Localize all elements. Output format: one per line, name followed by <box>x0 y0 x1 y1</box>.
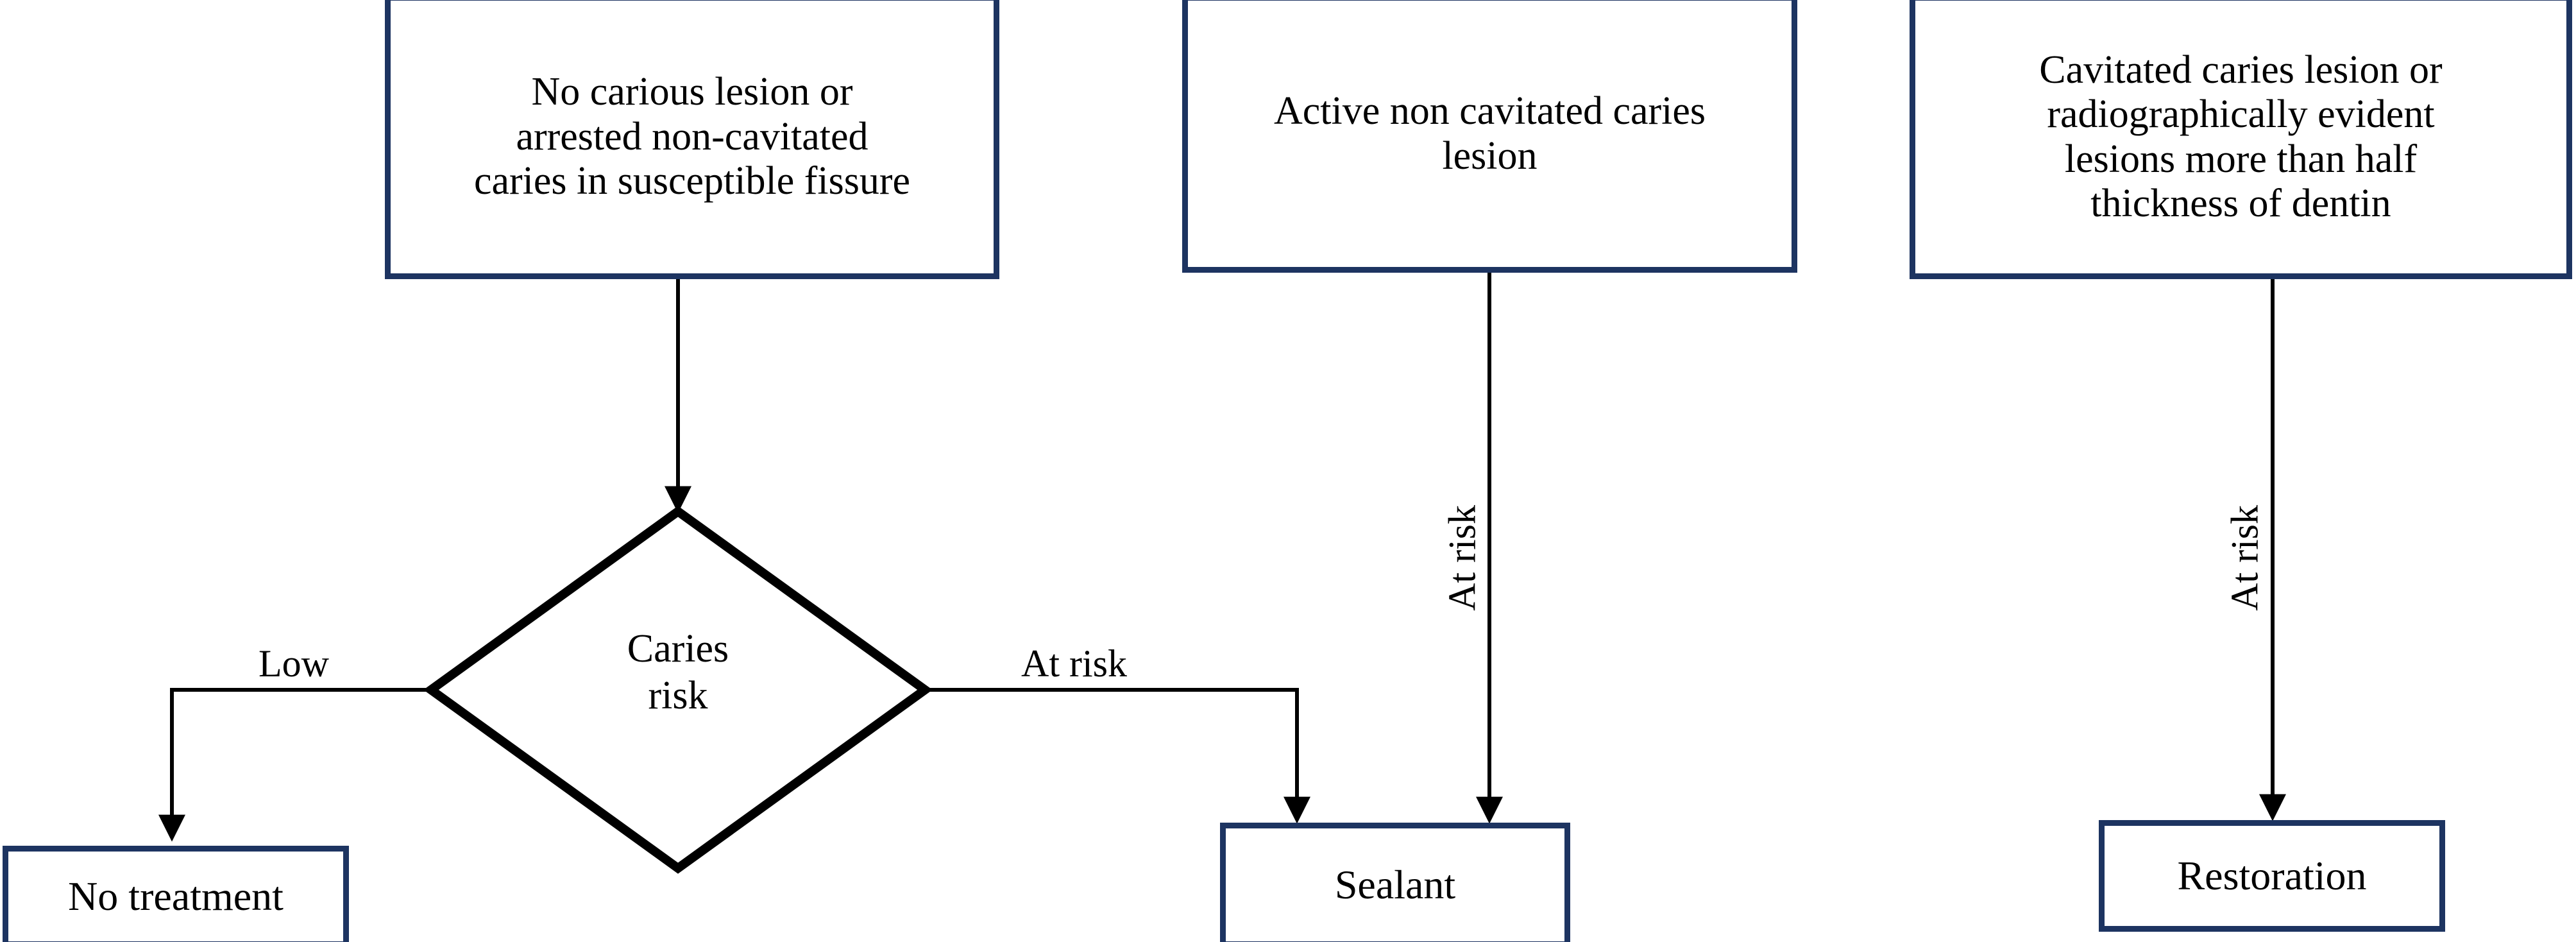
edge-label-at-risk-middle: At risk <box>1441 505 1484 611</box>
node-sealant-label: Sealant <box>1334 862 1456 908</box>
edge-atrisk-to-sealant <box>925 688 1310 824</box>
node-no-treatment-label: No treatment <box>68 873 284 920</box>
node-cavitated-caries-label: Cavitated caries lesion or radiographica… <box>2039 47 2443 225</box>
edge-label-low: Low <box>258 642 329 685</box>
node-restoration-label: Restoration <box>2177 853 2367 899</box>
node-no-carious-lesion-label: No carious lesion or arrested non-cavita… <box>473 70 911 203</box>
node-no-treatment[interactable]: No treatment <box>3 846 349 942</box>
node-active-non-cavitated-label: Active non cavitated caries lesion <box>1273 89 1706 178</box>
node-sealant[interactable]: Sealant <box>1220 823 1570 942</box>
edge-label-at-risk-right: At risk <box>1021 642 1127 685</box>
node-no-carious-lesion[interactable]: No carious lesion or arrested non-cavita… <box>385 0 999 279</box>
edge-label-at-risk-far-right: At risk <box>2223 505 2266 611</box>
decision-caries-risk-label: Caries risk <box>627 627 729 718</box>
edge-low-to-no-treatment <box>158 688 431 842</box>
node-restoration[interactable]: Restoration <box>2099 820 2445 932</box>
node-active-non-cavitated[interactable]: Active non cavitated caries lesion <box>1182 0 1797 273</box>
node-cavitated-caries[interactable]: Cavitated caries lesion or radiographica… <box>1910 0 2572 279</box>
